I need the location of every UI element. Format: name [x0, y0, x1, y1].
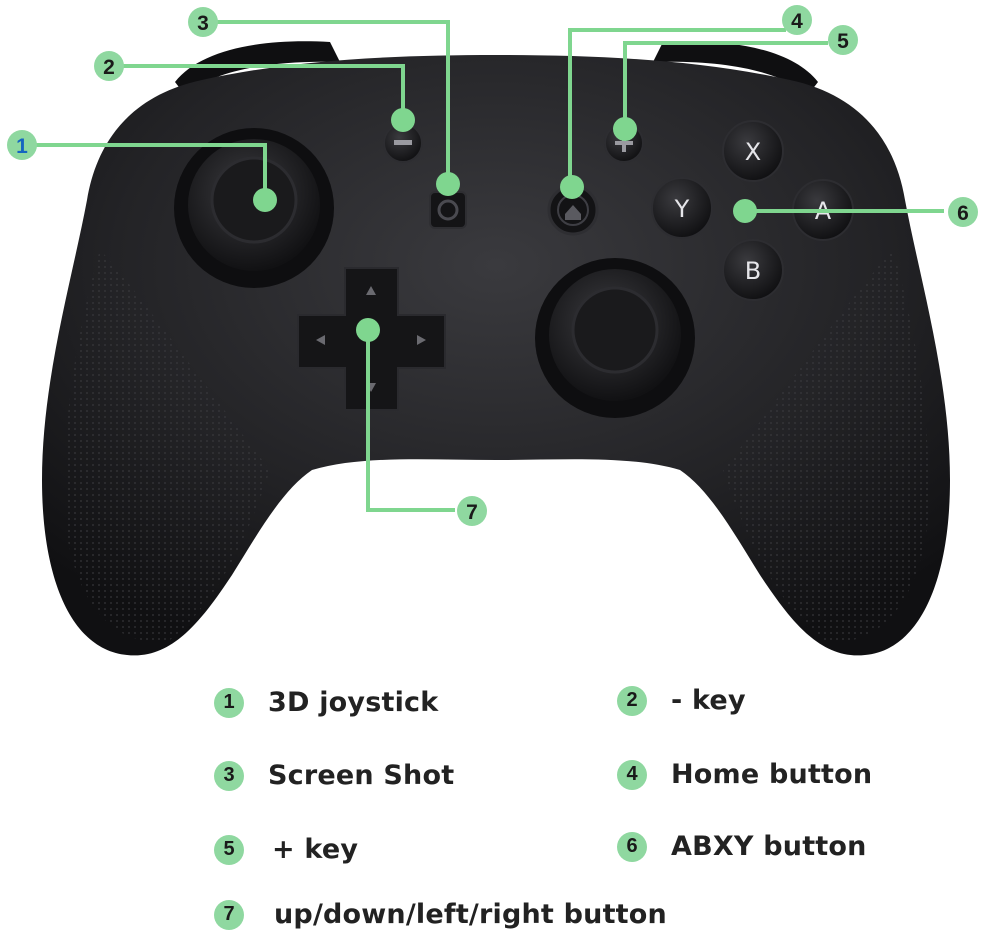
callout-dot-7	[356, 318, 380, 342]
legend-label-3: Screen Shot	[268, 760, 455, 791]
callout-badges: 1 2 3 4 5 6 7	[7, 5, 978, 526]
legend-item-4: 4 Home button	[617, 759, 872, 790]
minus-icon	[394, 140, 412, 145]
b-button[interactable]	[722, 239, 784, 301]
callout-number-7: 7	[466, 501, 478, 524]
callout-number-4: 4	[791, 10, 803, 33]
callout-badge-5	[828, 25, 858, 55]
callout-line-1	[33, 143, 267, 200]
legend-label-4: Home button	[671, 759, 873, 790]
callout-number-3: 3	[197, 12, 209, 35]
callout-line-5	[623, 41, 828, 127]
left-shoulder-bumper	[175, 41, 340, 95]
callout-dot-3	[436, 172, 460, 196]
legend-badge-2: 2	[617, 685, 647, 716]
right-shoulder-bumper	[653, 41, 818, 95]
legend-badge-3: 3	[214, 760, 244, 791]
callout-number-6: 6	[957, 202, 969, 225]
legend-label-7: up/down/left/right button	[274, 899, 667, 930]
callout-line-2	[121, 64, 405, 120]
left-grip-texture	[64, 250, 270, 642]
legend-badge-1: 1	[214, 687, 244, 718]
legend-label-1: 3D joystick	[268, 687, 439, 718]
callout-dot-6	[733, 199, 757, 223]
legend-item-2: 2 - key	[617, 685, 746, 716]
callout-dot-4	[560, 175, 584, 199]
y-button[interactable]	[651, 177, 713, 239]
screenshot-button[interactable]	[429, 191, 467, 229]
legend-item-5: 5 + key	[214, 834, 358, 865]
screenshot-icon	[437, 199, 459, 221]
callout-badge-6	[948, 197, 978, 227]
legend-badge-4: 4	[617, 759, 647, 790]
y-button-label: Y	[674, 195, 690, 223]
callout-badge-3	[188, 7, 218, 37]
callout-number-1: 1	[16, 135, 28, 158]
callout-dot-1	[253, 188, 277, 212]
home-icon	[565, 205, 581, 220]
callout-badge-1	[7, 130, 37, 160]
right-grip-texture	[723, 250, 929, 642]
legend-item-3: 3 Screen Shot	[214, 760, 454, 791]
callout-number-2: 2	[103, 56, 115, 79]
x-button-label: X	[745, 138, 761, 166]
callout-number-5: 5	[837, 30, 849, 53]
callout-badge-4	[782, 5, 812, 35]
dpad-up-arrow-icon	[366, 286, 376, 295]
callout-badge-7	[457, 496, 487, 526]
x-button[interactable]	[722, 120, 784, 182]
callout-dot-5	[613, 117, 637, 141]
legend-item-7: 7 up/down/left/right button	[214, 899, 667, 930]
dpad-right-arrow-icon	[417, 335, 426, 345]
legend-label-2: - key	[671, 685, 746, 716]
callout-line-4	[568, 28, 786, 187]
controller-diagram: X Y A B 1 2 3 4 5 6 7	[7, 5, 978, 656]
face-buttons: X Y A B	[651, 120, 854, 301]
callout-line-7	[366, 330, 455, 512]
callout-lines	[33, 20, 944, 512]
legend-label-6: ABXY button	[671, 831, 867, 862]
callout-dot-2	[391, 108, 415, 132]
legend-item-1: 1 3D joystick	[214, 687, 438, 718]
legend-item-6: 6 ABXY button	[617, 831, 867, 862]
callout-badge-2	[94, 51, 124, 81]
legend-badge-5: 5	[214, 834, 244, 865]
legend-badge-6: 6	[617, 831, 647, 862]
callout-line-3	[217, 20, 450, 182]
legend-label-5: + key	[272, 834, 359, 865]
dpad-left-arrow-icon	[316, 335, 325, 345]
right-joystick[interactable]	[571, 286, 659, 374]
plus-icon	[615, 134, 633, 152]
b-button-label: B	[745, 257, 761, 285]
legend-badge-7: 7	[214, 899, 244, 930]
callout-dots	[253, 108, 757, 342]
